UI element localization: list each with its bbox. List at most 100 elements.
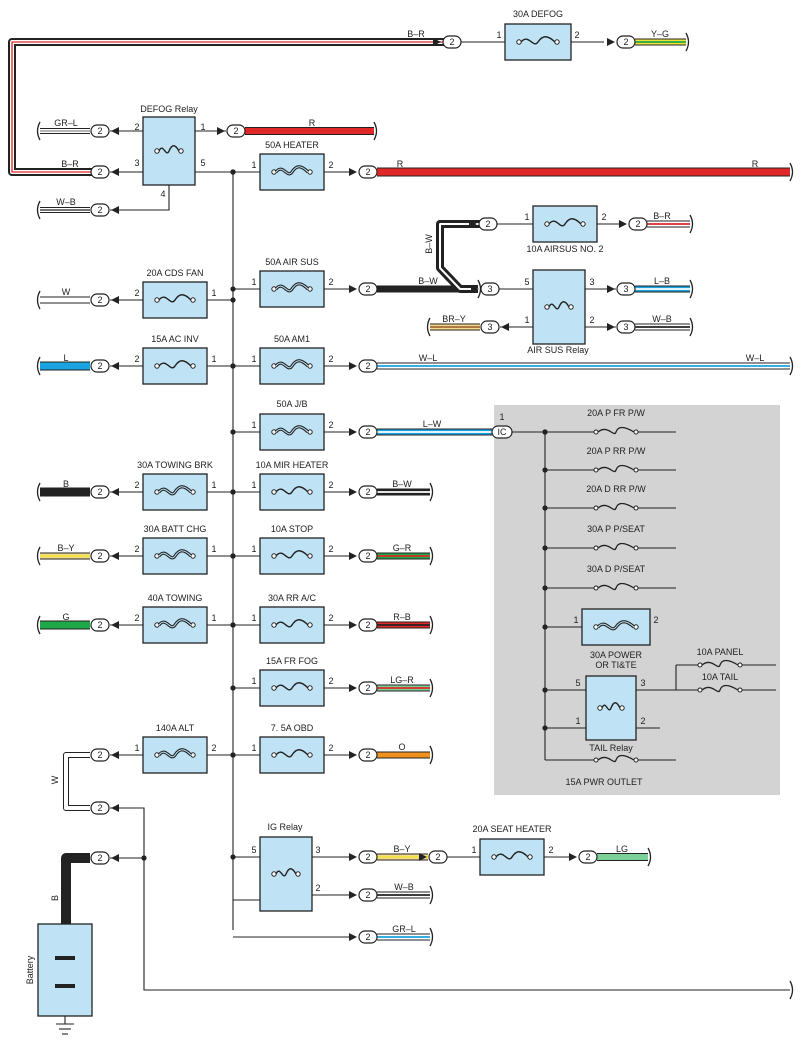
fuse-element [275, 749, 309, 758]
connector-number: 2 [97, 853, 102, 863]
fuse-element [275, 486, 309, 495]
wire-label-w-b: W–B [56, 197, 76, 207]
connector-arrow [349, 488, 357, 496]
wire-label-gr-l-2: GR–L [392, 924, 416, 934]
junction-dot [542, 687, 548, 693]
label-towing: 40A TOWING [148, 593, 203, 603]
fuse-terminal [544, 221, 550, 227]
label-seat-heater: 20A SEAT HEATER [472, 824, 552, 834]
pin-2: 2 [328, 544, 333, 554]
connector-pin [90, 293, 110, 307]
junction-dot [230, 685, 236, 691]
pin-2: 2 [134, 480, 139, 490]
pin-5: 5 [200, 158, 205, 168]
wire-label-br-y: BR–Y [442, 314, 466, 324]
connector-pin [358, 681, 378, 695]
connector-arrow [111, 296, 119, 304]
pin-2: 2 [134, 122, 139, 132]
wire-label-towing-brk: B [63, 479, 69, 489]
fuse-terminal [633, 467, 639, 473]
pin-1: 1 [251, 420, 256, 430]
connector-number: 2 [485, 219, 490, 229]
label-jb: 50A J/B [276, 399, 307, 409]
pin-1: 1 [251, 544, 256, 554]
label-airsus-no2: 10A AIRSUS NO. 2 [526, 244, 603, 254]
pin-1: 1 [211, 288, 216, 298]
wire-label-towing: G [62, 612, 69, 622]
pin-1: 1 [211, 480, 216, 490]
label-towing-brk: 30A TOWING BRK [137, 460, 213, 470]
connector-pin [616, 320, 636, 334]
pin-2: 2 [328, 676, 333, 686]
fuse-terminal [593, 467, 599, 473]
fuse-terminal [593, 505, 599, 511]
connector-number: 2 [233, 126, 238, 136]
connector-arrow [349, 168, 357, 176]
connector-pin [480, 282, 500, 296]
connector-number: 2 [97, 126, 102, 136]
connector-number: 2 [623, 37, 628, 47]
junction-dot [230, 169, 236, 175]
connector-arrow [349, 621, 357, 629]
label-alt: 140A ALT [156, 723, 195, 733]
junction-dot [230, 553, 236, 559]
connector-arrow [111, 362, 119, 370]
fuse-terminal [554, 39, 560, 45]
connector-pin [616, 282, 636, 296]
label-ig-relay: IG Relay [267, 822, 303, 832]
pin-2: 2 [328, 480, 333, 490]
connector-arrow [111, 168, 119, 176]
connector-arrow [607, 323, 615, 331]
pin-5: 5 [575, 678, 580, 688]
connector-number: 2 [365, 361, 370, 371]
connector-number: 2 [97, 205, 102, 215]
connector-pin [90, 851, 110, 865]
connector-pin [358, 930, 378, 944]
junction-dot [230, 489, 236, 495]
connector-number: 2 [585, 852, 590, 862]
connector-number: 3 [487, 322, 492, 332]
wire-end-bracket [36, 546, 41, 566]
wire-b-r-outer [9, 39, 448, 175]
connector-number: 2 [365, 683, 370, 693]
pin-2: 2 [640, 716, 645, 726]
connector-arrow [349, 285, 357, 293]
fuse-element-core [275, 283, 309, 292]
label-ac-inv: 15A AC INV [151, 334, 199, 344]
fuse-terminal [154, 297, 160, 303]
fuse-element-core [275, 166, 309, 175]
label-air-sus: 50A AIR SUS [265, 257, 319, 267]
wire-b-battery [62, 854, 90, 924]
wire-b-r-outer-outline [8, 38, 448, 176]
pin-2: 2 [574, 30, 579, 40]
connector-number: 3 [487, 284, 492, 294]
wire-b-r-outline [9, 39, 448, 175]
pin-2: 2 [134, 354, 139, 364]
connector-number: 2 [365, 551, 370, 561]
fuse-element [597, 754, 635, 763]
junction-dot [542, 429, 548, 435]
connector-pin [90, 549, 110, 563]
connector-number: 2 [365, 750, 370, 760]
fuse-terminal [307, 622, 313, 628]
connector-number: 2 [97, 551, 102, 561]
fuse-terminal [597, 705, 603, 711]
pin-1: 1 [471, 845, 476, 855]
wire-label-heater: R [397, 159, 404, 169]
fuse-element [597, 426, 635, 435]
wire-end-bracket [429, 615, 434, 635]
wire-end-bracket [36, 615, 41, 635]
wire-end-bracket [689, 317, 694, 337]
junction-dot [230, 622, 236, 628]
connector-pin [358, 549, 378, 563]
pin-2: 2 [328, 420, 333, 430]
label-p-rr-pw: 20A P RR P/W [587, 446, 646, 456]
fuse-terminal [516, 39, 522, 45]
connector-number: 2 [365, 167, 370, 177]
wire-end-bracket [36, 356, 41, 376]
wire-label-b-r-2: B–R [61, 159, 79, 169]
wire-label-b-r: B–R [407, 29, 425, 39]
connector-number: 2 [97, 487, 102, 497]
connector-number: 2 [97, 295, 102, 305]
